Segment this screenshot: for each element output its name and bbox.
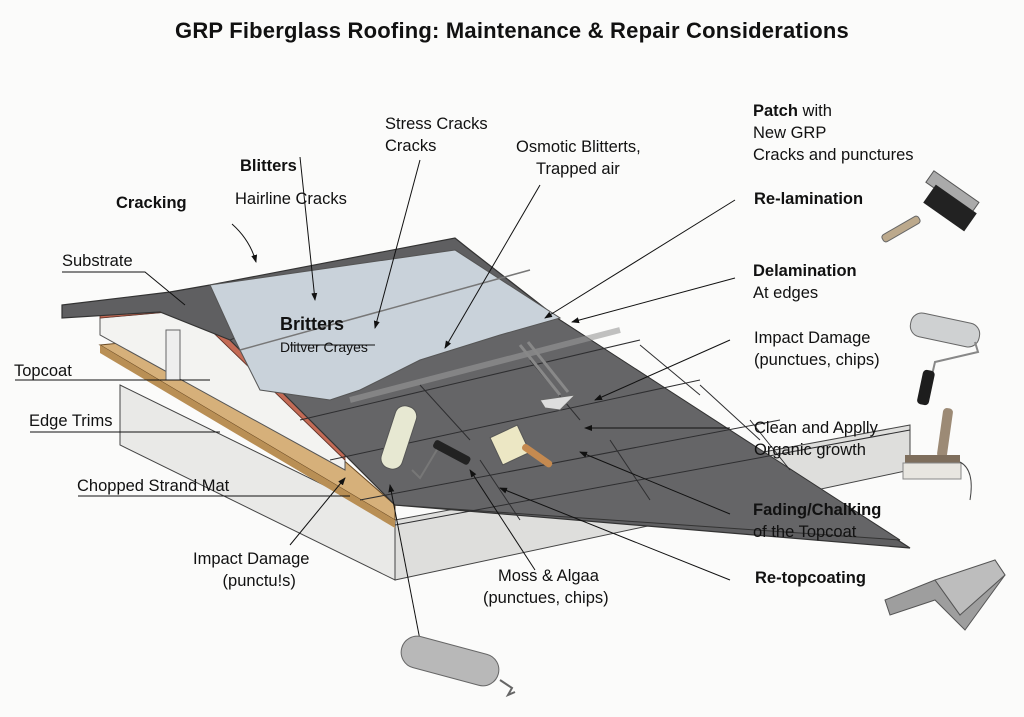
- label-britters: Britters: [280, 314, 345, 334]
- peeled-topcoat: [209, 249, 621, 403]
- osmotic-line-1: Osmotic Blitterts,: [516, 138, 641, 156]
- patch-line-2: New GRP: [753, 124, 827, 142]
- impact-title: Impact Damage: [193, 550, 310, 568]
- label-delamination: Delamination At edges: [753, 260, 857, 304]
- clean-line-1: Clean and Applly: [754, 419, 878, 437]
- patch-line-1: Patch with: [753, 100, 914, 122]
- label-patch-new-grp: Patch with New GRP Cracks and punctures: [753, 100, 914, 166]
- impact-sub: (punctu!s): [222, 572, 296, 590]
- roller-on-roof: [380, 405, 471, 480]
- impact-right-line-2: (punctues, chips): [754, 351, 880, 369]
- patch-rest: with: [797, 102, 832, 120]
- label-blitters: Blitters: [240, 157, 297, 175]
- label-re-topcoating: Re-topcoating: [755, 569, 866, 587]
- label-cracking: Cracking: [116, 194, 187, 212]
- delamination-title: Delamination: [753, 262, 857, 280]
- clean-line-2: Organic growth: [754, 441, 866, 459]
- osmotic-line-2: Trapped air: [536, 160, 620, 178]
- wallpaper-brush-icon: [902, 408, 972, 501]
- label-chopped-strand-mat: Chopped Strand Mat: [77, 477, 230, 495]
- label-clean-apply: Clean and Applly Organic growth: [754, 417, 878, 461]
- patch-bold: Patch: [753, 102, 798, 120]
- label-stress-cracks: Stress Cracks Cracks: [385, 113, 488, 157]
- brush-on-roof: [489, 424, 553, 468]
- label-edge-trims: Edge Trims: [29, 412, 113, 430]
- diagram-title: GRP Fiberglass Roofing: Maintenance & Re…: [175, 18, 849, 43]
- fading-line-1: Fading/Chalking: [753, 501, 882, 519]
- fading-line-2: of the Topcoat: [753, 523, 857, 541]
- paint-roller-icon: [909, 312, 981, 406]
- label-dlitver-crayes: Dlitver Crayes: [280, 339, 368, 355]
- stress-line-2: Cracks: [385, 137, 437, 155]
- label-fading-chalking: Fading/Chalking of the Topcoat: [753, 499, 881, 543]
- leader-lines: [15, 156, 736, 641]
- label-topcoat: Topcoat: [14, 362, 72, 380]
- folded-trim-icon: [884, 559, 1006, 631]
- rolled-mat-icon: [400, 635, 516, 698]
- label-substrate: Substrate: [62, 252, 133, 270]
- label-impact-damage-right: Impact Damage (punctues, chips): [754, 327, 880, 371]
- stress-line-1: Stress Cracks: [385, 115, 488, 133]
- label-impact-damage-left: Impact Damage (punctu!s): [193, 548, 309, 592]
- impact-right-line-1: Impact Damage: [754, 329, 871, 347]
- label-osmotic-blisters: Osmotic Blitterts, Trapped air: [516, 136, 641, 180]
- moss-sub: (punctues, chips): [483, 589, 609, 607]
- label-moss-algae: Moss & Algaa (punctues, chips): [483, 565, 609, 609]
- stiff-brush-icon: [881, 170, 980, 243]
- debris-on-roof: [518, 341, 577, 411]
- patch-line-3: Cracks and punctures: [753, 146, 914, 164]
- delamination-sub: At edges: [753, 284, 819, 302]
- moss-title: Moss & Algaa: [498, 567, 599, 585]
- label-re-lamination: Re-lamination: [754, 190, 864, 208]
- label-hairline-cracks: Hairline Cracks: [235, 190, 347, 208]
